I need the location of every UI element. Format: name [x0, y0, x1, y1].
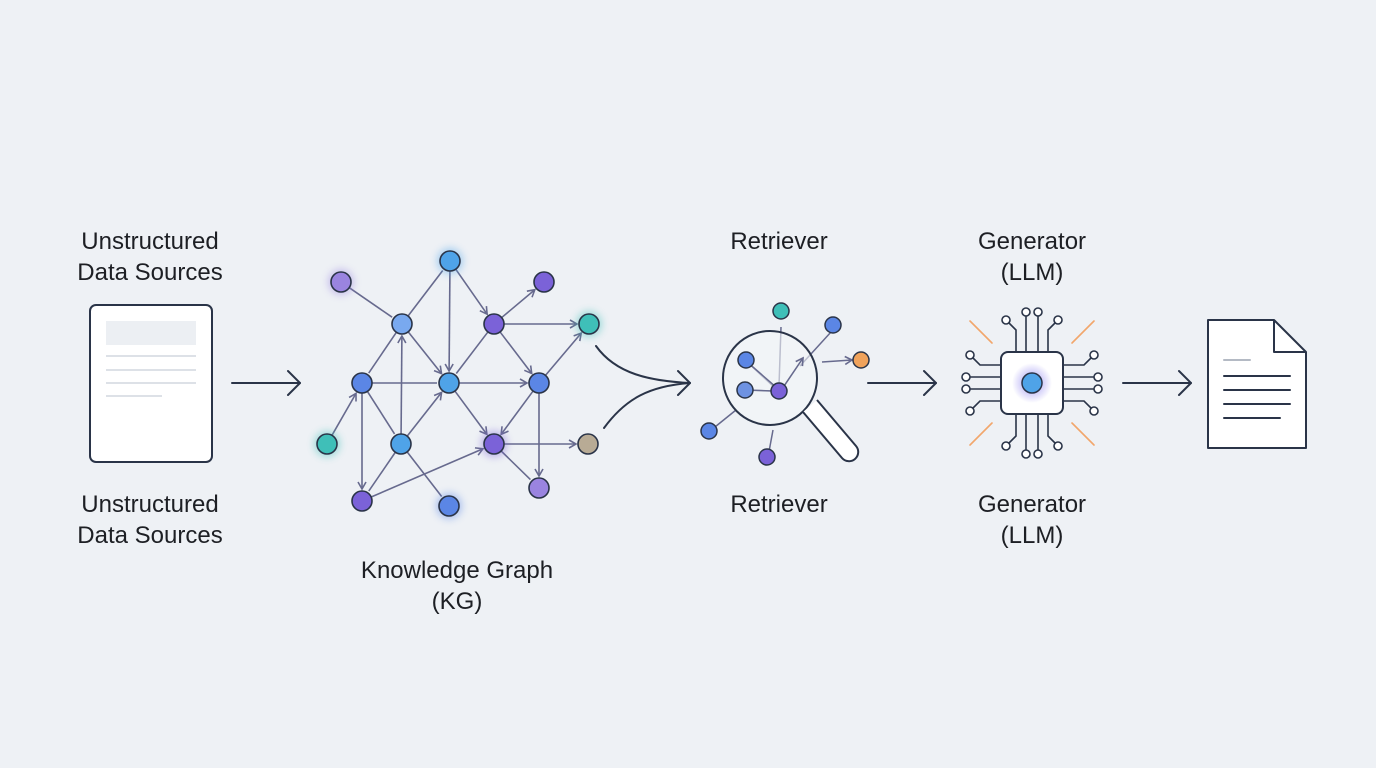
kg-edge	[331, 392, 357, 436]
chip-pin	[1089, 406, 1099, 416]
kg-node	[330, 271, 352, 293]
kg-node	[391, 313, 413, 335]
arrow-3	[867, 370, 937, 396]
output-document-icon	[1207, 319, 1307, 449]
chip-icon	[961, 307, 1103, 459]
kg-edge	[500, 450, 531, 481]
chip-trace	[1005, 414, 1017, 447]
chip-trace	[1063, 400, 1095, 412]
kg-edge	[397, 334, 407, 435]
kg-node	[483, 433, 505, 455]
generator-label-bottom: Generator (LLM)	[977, 491, 1087, 549]
chip-pin	[961, 372, 971, 382]
chip-pin	[961, 384, 971, 394]
kg-node	[528, 477, 550, 499]
kg-node	[439, 250, 461, 272]
kg-edge	[366, 390, 396, 435]
source-label-bottom: Unstructured Data Sources	[77, 491, 223, 549]
kg-node	[438, 372, 460, 394]
kg-edge	[406, 391, 443, 437]
kg-edge	[444, 270, 454, 373]
kg-edge	[454, 390, 488, 436]
kg-edge	[368, 451, 397, 492]
chip-trace	[969, 354, 1001, 366]
retriever-label-top: Retriever	[730, 228, 828, 255]
chip-pin	[1053, 441, 1063, 451]
kg-node	[533, 271, 555, 293]
retriever-label-bottom: Retriever	[730, 491, 828, 518]
kg-node	[577, 433, 599, 455]
kg-edge	[500, 390, 534, 436]
arrow-1	[231, 370, 301, 396]
chip-pin	[1001, 441, 1011, 451]
kg-node	[316, 433, 338, 455]
kg-node	[483, 313, 505, 335]
kg-edge	[499, 331, 533, 375]
chip-trace	[1063, 354, 1095, 366]
chip-trace	[1047, 414, 1059, 447]
chip-pin	[1001, 315, 1011, 325]
chip-pin	[1093, 372, 1103, 382]
kg-node	[351, 490, 373, 512]
chip-pin	[1033, 449, 1043, 459]
kg-edge	[455, 268, 489, 316]
magnifier-icon	[700, 302, 870, 466]
chip-trace	[1005, 319, 1017, 352]
chip-pin	[1089, 350, 1099, 360]
kg-edge	[368, 331, 398, 374]
chip-pin	[1093, 384, 1103, 394]
chip-pin	[965, 350, 975, 360]
chip-pin	[1033, 307, 1043, 317]
kg-edge	[407, 270, 444, 317]
document-icon	[89, 304, 213, 463]
kg-node	[528, 372, 550, 394]
kg-node	[438, 495, 460, 517]
generator-label-top: Generator (LLM)	[977, 228, 1087, 286]
knowledge-graph-icon	[314, 248, 602, 519]
kg-edge	[455, 331, 489, 374]
kg-node	[390, 433, 412, 455]
chip-pin	[965, 406, 975, 416]
chip-trace	[1047, 319, 1059, 352]
chip-pin	[1021, 307, 1031, 317]
kg-label: Knowledge Graph (KG)	[360, 557, 554, 615]
chip-pin	[1021, 449, 1031, 459]
kg-edge	[348, 287, 393, 318]
chip-pin	[1053, 315, 1063, 325]
kg-node	[578, 313, 600, 335]
chip-trace	[969, 400, 1001, 412]
kg-edge	[544, 331, 583, 376]
kg-node	[351, 372, 373, 394]
merge-arrow	[595, 345, 691, 429]
kg-edge	[406, 451, 443, 498]
source-label-top: Unstructured Data Sources	[77, 228, 223, 286]
arrow-4	[1122, 370, 1192, 396]
kg-edge	[370, 447, 485, 498]
kg-edge	[501, 288, 537, 319]
kg-edge	[407, 331, 443, 375]
